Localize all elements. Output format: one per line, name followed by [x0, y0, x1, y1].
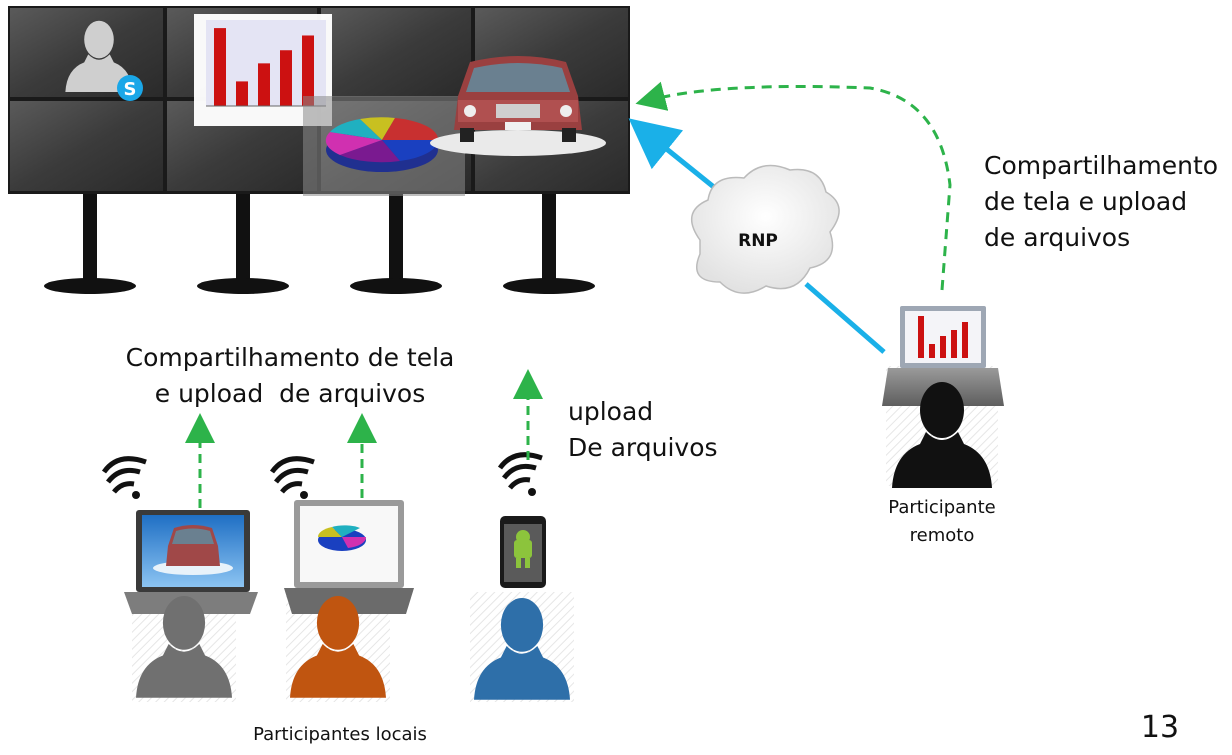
- remote-caption-line: de tela e upload: [984, 187, 1188, 216]
- wifi-icon: [497, 452, 543, 496]
- upload-caption: upload De arquivos: [568, 394, 768, 466]
- remote-participant: [882, 306, 1004, 488]
- wall-stands: [44, 190, 595, 294]
- upload-caption-line: upload: [568, 397, 654, 426]
- local-participants: [101, 369, 574, 702]
- wifi-icon: [101, 456, 147, 499]
- remote-caption-line: de arquivos: [984, 223, 1131, 252]
- local-laptop-car: [124, 510, 258, 614]
- local-phone-android: [500, 516, 546, 588]
- wall-bar: [236, 81, 248, 106]
- wall-bar: [302, 35, 314, 107]
- wifi-icon: [269, 456, 315, 499]
- remote-caption: Compartilhamento de tela e upload de arq…: [984, 148, 1224, 256]
- wall-bar: [214, 28, 226, 107]
- page-number: 13: [1140, 710, 1180, 745]
- local-caption-line: e upload de arquivos: [154, 379, 426, 408]
- wall-pie-chart: [303, 96, 465, 196]
- upload-arrows: [185, 369, 543, 508]
- rnp-cloud: [691, 164, 840, 294]
- wall-car-image: [430, 56, 606, 156]
- svg-text:S: S: [124, 79, 137, 100]
- remote-label-line: remoto: [909, 525, 975, 546]
- upload-caption-line: De arquivos: [568, 433, 718, 462]
- remote-caption-line: Compartilhamento: [984, 151, 1219, 180]
- wall-bar: [258, 63, 270, 106]
- skype-user-icon: S: [65, 20, 143, 101]
- local-laptop-pie: [284, 500, 414, 614]
- remote-laptop: [882, 306, 1004, 406]
- local-caption: Compartilhamento de tela e upload de arq…: [100, 340, 480, 412]
- local-caption-line: Compartilhamento de tela: [125, 343, 455, 372]
- remote-participant-label: Participante remoto: [862, 494, 1022, 550]
- network-links: [628, 81, 952, 354]
- remote-label-line: Participante: [888, 497, 996, 518]
- video-wall: S: [8, 6, 630, 294]
- rnp-label: RNP: [738, 231, 778, 251]
- wall-bars: [214, 28, 314, 107]
- local-participants-label: Participantes locais: [253, 724, 427, 745]
- wall-bar: [280, 50, 292, 106]
